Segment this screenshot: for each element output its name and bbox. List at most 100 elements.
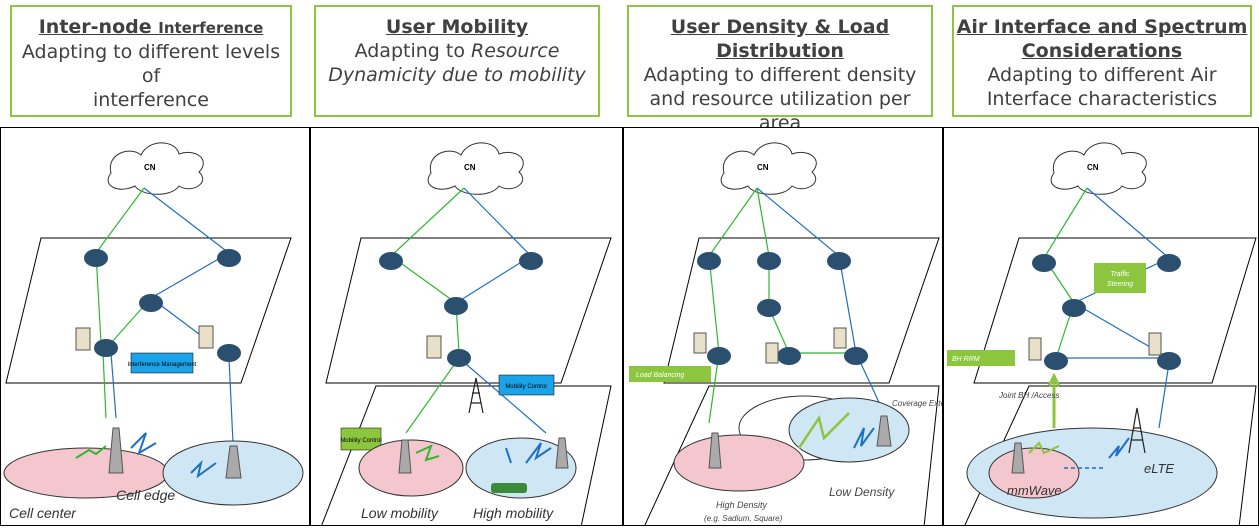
router-icon (217, 344, 241, 362)
box-label: Load Balancing (636, 372, 684, 379)
server-icon (693, 332, 707, 354)
header-desc: Interface characteristics (986, 88, 1218, 110)
coverage-label: Coverage Extension (892, 399, 943, 408)
low-mobility-label: Low mobility (361, 505, 439, 521)
header-density: User Density & Load Distribution Adaptin… (627, 5, 933, 134)
traffic-steering-box (1094, 263, 1146, 293)
tower-icon (1128, 407, 1146, 454)
router-icon (444, 297, 468, 315)
server-icon (1148, 332, 1162, 356)
router-icon (139, 294, 163, 312)
server-icon (75, 327, 91, 351)
signal-arrow (505, 442, 552, 464)
box-label: Mobility Control (340, 438, 381, 444)
antenna-icon (398, 439, 412, 474)
antenna-icon (708, 432, 722, 469)
cloud-icon (1050, 142, 1147, 195)
signal-arrow (1108, 437, 1130, 459)
router-icon (379, 252, 403, 270)
mmwave-label: mmWave (1007, 483, 1062, 498)
cn-label: CN (464, 163, 476, 172)
header-desc: Adapting to different levels of (21, 41, 281, 87)
signal-arrow (75, 445, 107, 459)
header-desc: Dynamicity due to mobility (328, 64, 586, 86)
box-label: Traffic (1111, 271, 1130, 278)
panel-mobility: CN Mobility Control Mobility Control Low… (310, 127, 623, 526)
cloud-icon (720, 142, 817, 195)
signal-arrow (190, 459, 217, 479)
signal-arrow (1028, 441, 1060, 455)
box-label: Interference Management (128, 362, 197, 368)
tower-icon (468, 377, 484, 414)
header-title: Inter-node Interference (38, 16, 264, 38)
header-mobility: User Mobility Adapting to Resource Dynam… (314, 5, 600, 117)
panel-diagram: CN Traffic Steering BH RRM Joint (947, 142, 1257, 525)
bh-rrm-box (947, 350, 1015, 366)
box-label: Mobility Control (505, 384, 546, 390)
router-icon (1044, 352, 1068, 370)
server-icon (833, 327, 847, 349)
router-icon (1032, 254, 1056, 272)
router-icon (757, 252, 781, 270)
antenna-icon (876, 415, 892, 447)
header-title: Distribution (716, 40, 844, 62)
high-density-example: (e.g. Sadium, Square) (704, 514, 783, 523)
transport-plane (325, 237, 612, 384)
router-icon (84, 249, 108, 267)
router-icon (844, 347, 868, 365)
transport-plane (973, 237, 1257, 384)
router-icon (519, 252, 543, 270)
cn-label: CN (757, 163, 769, 172)
signal-arrow (130, 432, 157, 456)
pink-cell (673, 434, 805, 492)
header-title: Air Interface and Spectrum (956, 16, 1248, 38)
signal-arrow (797, 412, 850, 449)
cloud-icon (107, 142, 204, 195)
panel-diagram: CN Mobility Control Mobility Control Low… (321, 142, 612, 525)
panel-density: CN Load Balancing Coverage Extension L (623, 127, 943, 526)
header-title: User Mobility (385, 16, 529, 38)
panel-diagram: CN Load Balancing Coverage Extension L (629, 142, 943, 525)
signal-arrow (415, 444, 440, 462)
box-label: BH RRM (952, 356, 980, 363)
signal-arrow (853, 427, 875, 449)
cn-label: CN (1087, 163, 1099, 172)
antenna-icon (225, 445, 242, 479)
server-icon (198, 325, 214, 349)
server-icon (426, 335, 442, 359)
low-density-label: Low Density (829, 485, 895, 499)
router-icon (697, 252, 721, 270)
antenna-icon (555, 437, 569, 469)
router-icon (777, 347, 801, 365)
router-icon (827, 252, 851, 270)
router-icon (1157, 352, 1181, 370)
mobility-control-box (340, 427, 382, 451)
server-icon (765, 342, 779, 364)
router-icon (1157, 254, 1181, 272)
elte-label: eLTE (1144, 461, 1174, 476)
blue-cell (465, 437, 577, 499)
server-icon (1028, 337, 1042, 361)
cell-edge-label: Cell edge (116, 487, 175, 503)
cell-center-label: Cell center (9, 505, 77, 521)
load-balancing-box (629, 366, 711, 382)
box-label: Steering (1107, 281, 1133, 288)
blue-cell (788, 397, 910, 463)
router-icon (757, 299, 781, 317)
router-icon (707, 347, 731, 365)
header-title: Considerations (1021, 40, 1183, 62)
panel-diagram: CN Interference Management Cell center C… (3, 142, 304, 521)
high-mobility-label: High mobility (473, 505, 554, 521)
header-desc: Adapting to different Air (987, 64, 1217, 86)
header-interference: Inter-node Interference Adapting to diff… (10, 5, 292, 117)
router-icon (217, 249, 241, 267)
panel-air-interface: CN Traffic Steering BH RRM Joint (943, 127, 1259, 526)
header-air-interface: Air Interface and Spectrum Consideration… (952, 5, 1252, 117)
cn-label: CN (144, 163, 156, 172)
router-icon (94, 339, 118, 357)
mobility-control-box (498, 374, 555, 396)
router-icon (1062, 299, 1086, 317)
joint-label: Joint BH /Access (998, 391, 1059, 400)
cloud-icon (427, 142, 524, 195)
header-title: User Density & Load (670, 16, 890, 38)
